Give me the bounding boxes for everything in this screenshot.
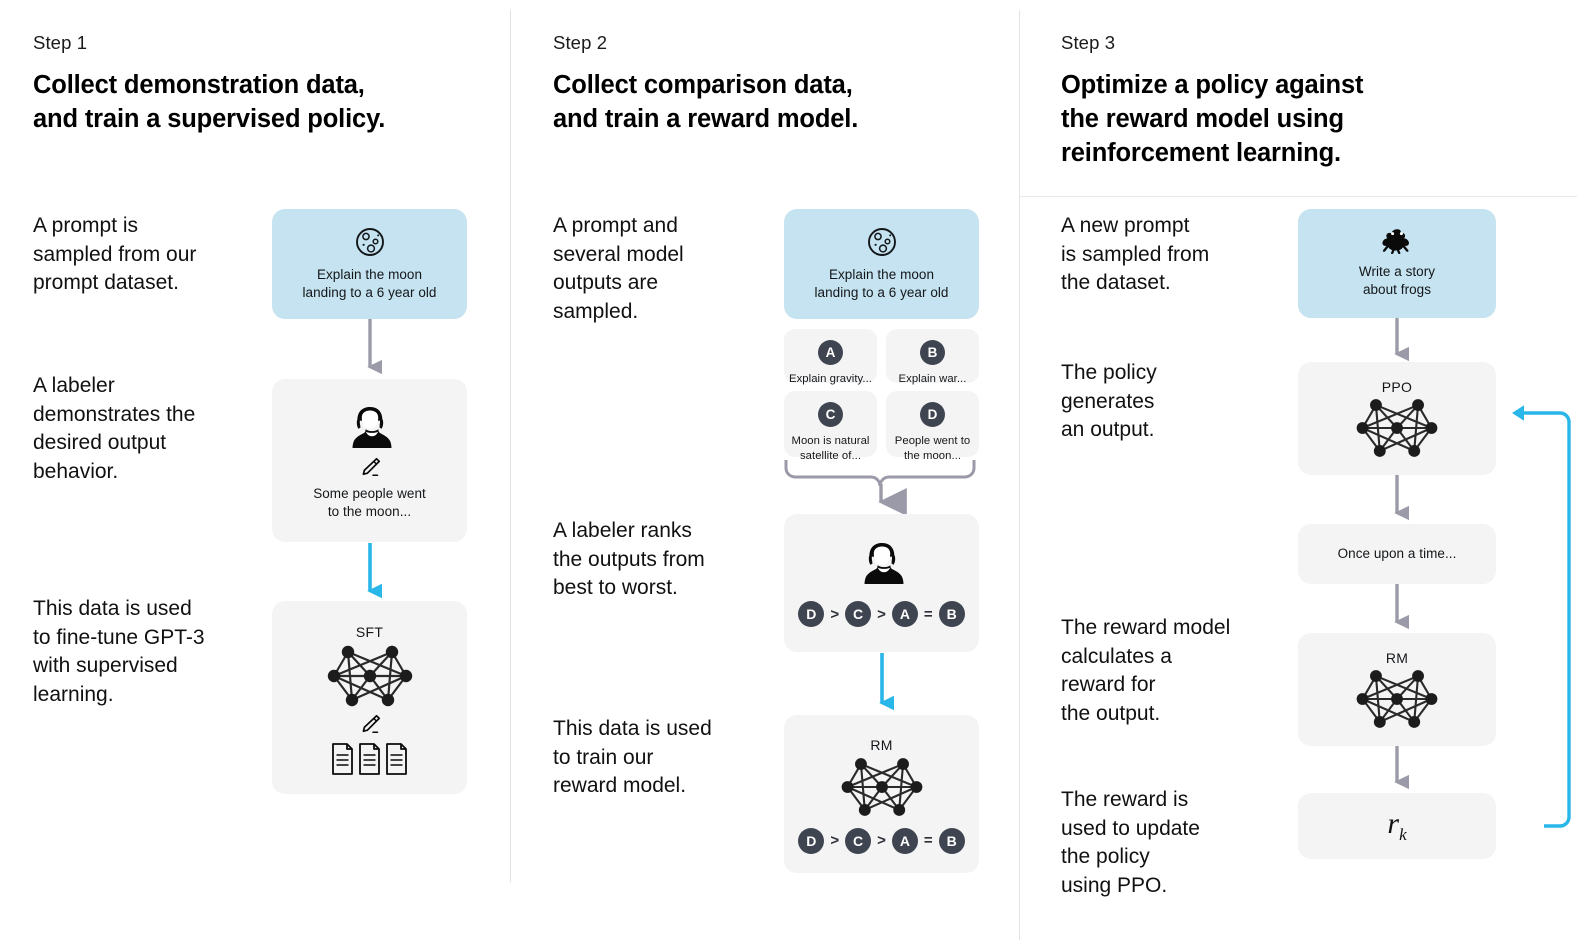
- step-3-output-text: Once upon a time...: [1337, 546, 1457, 562]
- step-3-caption-2: The policy generates an output.: [1061, 361, 1157, 442]
- step-3-output-card[interactable]: Once upon a time...: [1298, 524, 1496, 584]
- step-3-ppo-title: PPO: [1381, 378, 1413, 395]
- rm-rank-badge-1: D: [798, 827, 825, 854]
- divider-step3-header: [1020, 196, 1577, 197]
- step-3-rm-title: RM: [1385, 649, 1409, 666]
- reward-symbol-base: r: [1387, 807, 1400, 840]
- output-badge-b: B: [920, 340, 945, 365]
- output-text-d: People went to the moon...: [894, 435, 971, 463]
- neural-network-icon: [326, 644, 413, 707]
- neural-network-icon: [1355, 668, 1439, 729]
- step-3-label: Step 3: [1061, 32, 1116, 53]
- step-1-prompt-text: Explain the moon landing to a 6 year old: [302, 266, 437, 300]
- step-1-sft-title: SFT: [355, 623, 384, 640]
- step-1-label: Step 1: [33, 32, 88, 53]
- step-2-arrow-ranking-to-rm: [879, 653, 894, 715]
- step-3-feedback-loop-arrow: [1512, 405, 1571, 828]
- step-2-column: Step 2 Collect comparison data, and trai…: [511, 0, 1020, 952]
- step-3-title: Optimize a policy against the reward mod…: [1061, 71, 1364, 168]
- divider-col1-col2: [510, 10, 511, 882]
- step-3-prompt-card[interactable]: Write a story about frogs: [1298, 209, 1496, 318]
- step-2-output-card-c[interactable]: C Moon is natural satellite of...: [784, 391, 877, 462]
- step-2-output-card-b[interactable]: B Explain war...: [886, 329, 979, 385]
- step-2-caption-1: A prompt and several model outputs are s…: [553, 214, 684, 323]
- step-3-arrow-prompt-to-ppo: [1394, 318, 1409, 366]
- rank-op-1: >: [830, 605, 840, 623]
- rm-rank-badge-2: C: [845, 827, 872, 854]
- rm-rank-op-3: =: [923, 832, 933, 849]
- step-3-reward-model-card[interactable]: RM: [1298, 633, 1496, 746]
- step-2-output-card-a[interactable]: A Explain gravity...: [784, 329, 877, 385]
- step-3-arrow-rm-to-reward: [1394, 746, 1409, 794]
- step-3-arrow-output-to-rm: [1394, 584, 1409, 634]
- reward-symbol-subscript: k: [1399, 825, 1407, 844]
- step-1-caption-1: A prompt is sampled from our prompt data…: [33, 214, 197, 295]
- documents-icon: [331, 742, 407, 775]
- step-1-demonstration-text: Some people went to the moon...: [313, 485, 426, 519]
- output-badge-a: A: [818, 340, 843, 365]
- step-2-rm-ranking-row: D > C > A = B: [798, 827, 965, 854]
- step-3-caption-1: A new prompt is sampled from the dataset…: [1061, 214, 1210, 295]
- step-1-prompt-card[interactable]: Explain the moon landing to a 6 year old: [272, 209, 467, 319]
- divider-col2-col3: [1019, 10, 1020, 940]
- step-3-prompt-text: Write a story about frogs: [1358, 264, 1436, 297]
- rm-rank-badge-4: B: [938, 827, 965, 854]
- rm-rank-op-1: >: [830, 832, 840, 849]
- step-2-label: Step 2: [553, 32, 608, 53]
- rank-op-2: >: [877, 605, 886, 623]
- step-2-merge-brace-arrow: [784, 460, 976, 514]
- rank-badge-2: C: [845, 601, 872, 627]
- rank-badge-4: B: [938, 601, 965, 627]
- rank-op-3: =: [923, 605, 933, 623]
- step-2-output-card-d[interactable]: D People went to the moon...: [886, 391, 979, 462]
- pencil-icon: [362, 714, 380, 733]
- output-badge-c: C: [818, 402, 843, 427]
- output-badge-d: D: [920, 402, 945, 427]
- pencil-icon: [362, 457, 380, 476]
- step-3-caption-4: The reward is used to update the policy …: [1061, 788, 1200, 897]
- step-1-caption-2: A labeler demonstrates the desired outpu…: [33, 374, 196, 483]
- step-3-reward-card[interactable]: rk: [1298, 793, 1496, 859]
- output-text-a: Explain gravity...: [789, 373, 872, 385]
- moon-icon: [355, 227, 384, 256]
- step-1-title: Collect demonstration data, and train a …: [33, 71, 386, 134]
- step-2-reward-model-card[interactable]: RM D > C > A = B: [784, 715, 979, 873]
- neural-network-icon: [840, 756, 923, 817]
- step-3-caption-3: The reward model calculates a reward for…: [1061, 616, 1231, 725]
- rm-rank-op-2: >: [877, 832, 886, 849]
- step-2-rm-title: RM: [870, 736, 893, 753]
- step-1-sft-model-card[interactable]: SFT: [272, 601, 467, 794]
- step-1-arrow-prompt-to-demo: [367, 319, 382, 379]
- step-3-ppo-policy-card[interactable]: PPO: [1298, 362, 1496, 475]
- step-2-prompt-card[interactable]: Explain the moon landing to a 6 year old: [784, 209, 979, 319]
- reward-symbol: rk: [1387, 807, 1406, 845]
- output-text-b: Explain war...: [898, 373, 967, 385]
- neural-network-icon: [1355, 397, 1439, 458]
- rank-badge-3: A: [891, 601, 918, 627]
- rm-rank-badge-3: A: [891, 827, 918, 854]
- step-2-caption-2: A labeler ranks the outputs from best to…: [553, 519, 705, 600]
- frog-icon: [1382, 229, 1409, 255]
- step-1-column: Step 1 Collect demonstration data, and t…: [0, 0, 511, 952]
- step-3-arrow-ppo-to-output: [1394, 475, 1409, 525]
- step-2-caption-3: This data is used to train our reward mo…: [553, 717, 712, 798]
- step-1-demonstration-card[interactable]: Some people went to the moon...: [272, 379, 467, 542]
- step-2-title: Collect comparison data, and train a rew…: [553, 71, 859, 134]
- step-2-prompt-text: Explain the moon landing to a 6 year old: [814, 266, 949, 300]
- output-text-c: Moon is natural satellite of...: [791, 435, 870, 463]
- rank-badge-1: D: [798, 601, 825, 627]
- step-1-arrow-demo-to-sft: [367, 543, 382, 603]
- labeler-person-icon: [352, 406, 391, 448]
- step-2-ranking-card[interactable]: D > C > A = B: [784, 514, 979, 652]
- step-1-caption-3: This data is used to fine-tune GPT-3 wit…: [33, 597, 205, 706]
- moon-icon: [867, 227, 896, 256]
- step-3-column: Step 3 Optimize a policy against the rew…: [1020, 0, 1577, 952]
- step-2-ranking-row: D > C > A = B: [798, 601, 965, 627]
- labeler-person-icon: [864, 543, 903, 584]
